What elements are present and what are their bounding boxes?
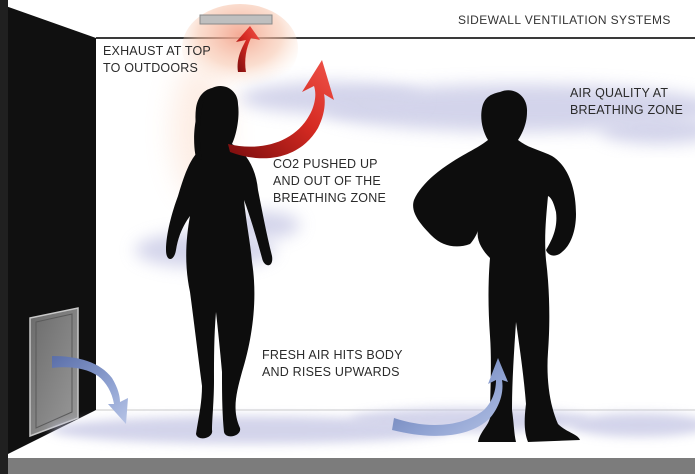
co2-label-line-1: CO2 PUSHED UP	[273, 156, 386, 173]
air-quality-label-line-2: BREATHING ZONE	[570, 102, 683, 119]
co2-label: CO2 PUSHED UP AND OUT OF THE BREATHING Z…	[273, 156, 386, 207]
air-quality-label: AIR QUALITY AT BREATHING ZONE	[570, 85, 683, 119]
fresh-air-label-line-1: FRESH AIR HITS BODY	[262, 347, 403, 364]
supply-vent	[30, 308, 78, 436]
exhaust-label-line-2: TO OUTDOORS	[103, 60, 211, 77]
diagram-title: SIDEWALL VENTILATION SYSTEMS	[458, 12, 671, 29]
floor-strip	[0, 458, 695, 474]
exhaust-label-line-1: EXHAUST AT TOP	[103, 43, 211, 60]
fresh-air-label: FRESH AIR HITS BODY AND RISES UPWARDS	[262, 347, 403, 381]
exhaust-label: EXHAUST AT TOP TO OUTDOORS	[103, 43, 211, 77]
ceiling-exhaust-grille	[200, 15, 272, 24]
air-quality-label-line-1: AIR QUALITY AT	[570, 85, 683, 102]
co2-label-line-2: AND OUT OF THE	[273, 173, 386, 190]
co2-label-line-3: BREATHING ZONE	[273, 190, 386, 207]
fresh-air-label-line-2: AND RISES UPWARDS	[262, 364, 403, 381]
